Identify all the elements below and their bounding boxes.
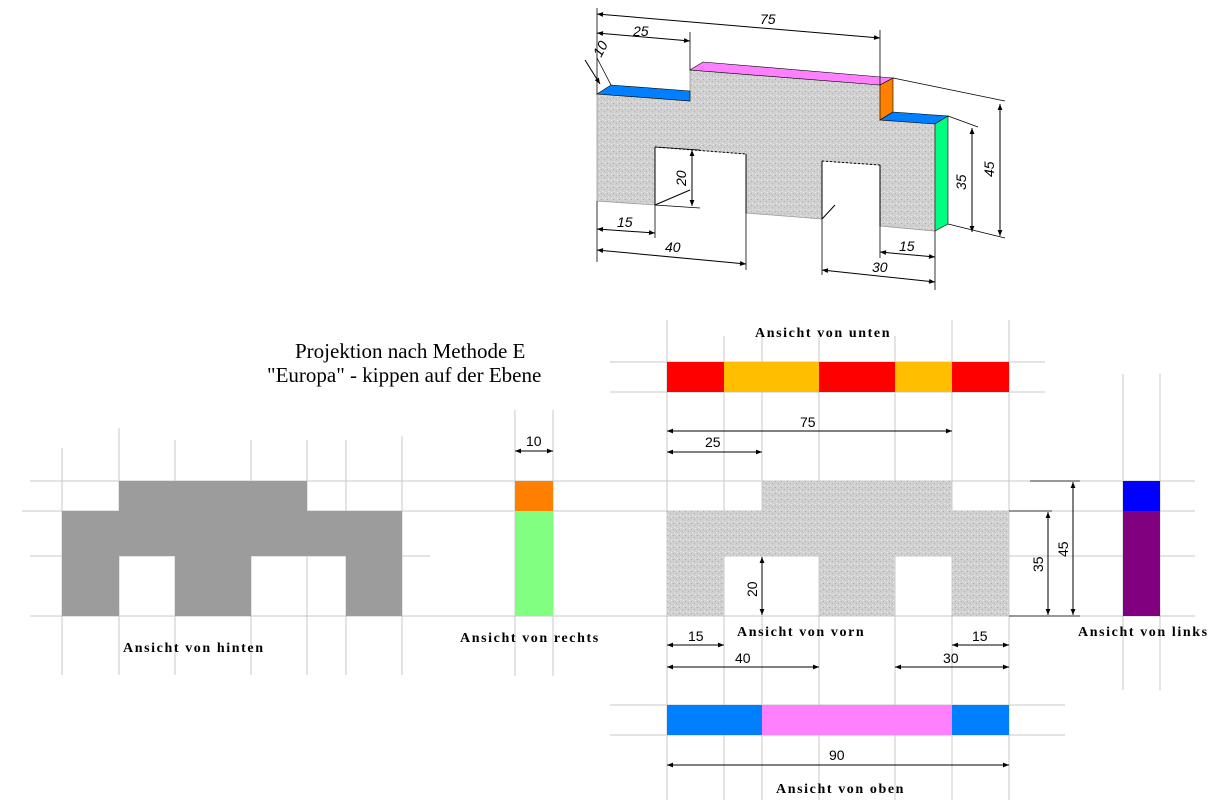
iso-dim-35: 35 xyxy=(953,174,969,190)
front-dim-35: 35 xyxy=(1030,556,1046,572)
iso-dimensions xyxy=(584,8,1006,290)
title-line-1: Projektion nach Methode E xyxy=(295,339,525,363)
right-view-step xyxy=(515,481,553,511)
front-view-shape xyxy=(667,481,1009,616)
iso-dim-40: 40 xyxy=(665,239,681,255)
iso-dim-10: 10 xyxy=(590,38,612,59)
label-top-view: Ansicht von oben xyxy=(776,782,905,797)
iso-dim-20: 20 xyxy=(673,170,689,187)
top-dim-90: 90 xyxy=(829,747,845,763)
iso-dim-45: 45 xyxy=(981,161,997,177)
label-left-view: Ansicht von links xyxy=(1078,625,1209,640)
front-dim-45: 45 xyxy=(1055,541,1071,557)
back-view: Ansicht von hinten xyxy=(62,481,402,656)
iso-top-left-face xyxy=(596,84,691,102)
isometric-view: 75 25 10 20 15 40 35 45 15 30 xyxy=(584,8,1006,290)
front-view: 75 25 20 35 45 15 15 40 30 Ansicht von v… xyxy=(667,414,1080,670)
front-dim-25: 25 xyxy=(705,434,721,450)
title-line-2: "Europa" - kippen auf der Ebene xyxy=(267,363,541,387)
iso-dim-15b: 15 xyxy=(899,238,915,254)
label-front-view: Ansicht von vorn xyxy=(737,625,865,640)
left-view: Ansicht von links xyxy=(1078,481,1209,640)
top-view: 90 Ansicht von oben xyxy=(667,705,1009,797)
iso-dim-75: 75 xyxy=(760,11,776,27)
bottom-view: Ansicht von unten xyxy=(667,326,1009,392)
right-view-side xyxy=(515,511,553,616)
iso-side-face xyxy=(934,115,949,232)
iso-dim-25: 25 xyxy=(632,23,649,39)
front-dim-40: 40 xyxy=(735,650,751,666)
iso-dim-30: 30 xyxy=(872,259,888,275)
front-dim-20: 20 xyxy=(744,581,760,597)
front-dim-75: 75 xyxy=(800,414,816,430)
right-dim-10: 10 xyxy=(526,433,542,449)
label-back-view: Ansicht von hinten xyxy=(123,641,265,656)
left-view-step xyxy=(1123,481,1160,511)
right-view: 10 Ansicht von rechts xyxy=(460,433,600,646)
label-right-view: Ansicht von rechts xyxy=(460,631,600,646)
label-bottom-view: Ansicht von unten xyxy=(755,326,891,341)
front-dim-30: 30 xyxy=(943,650,959,666)
iso-dim-15a: 15 xyxy=(617,214,633,230)
front-dim-15a: 15 xyxy=(688,628,704,644)
back-view-shape xyxy=(62,481,402,616)
left-view-side xyxy=(1123,511,1160,616)
front-dim-15b: 15 xyxy=(972,628,988,644)
